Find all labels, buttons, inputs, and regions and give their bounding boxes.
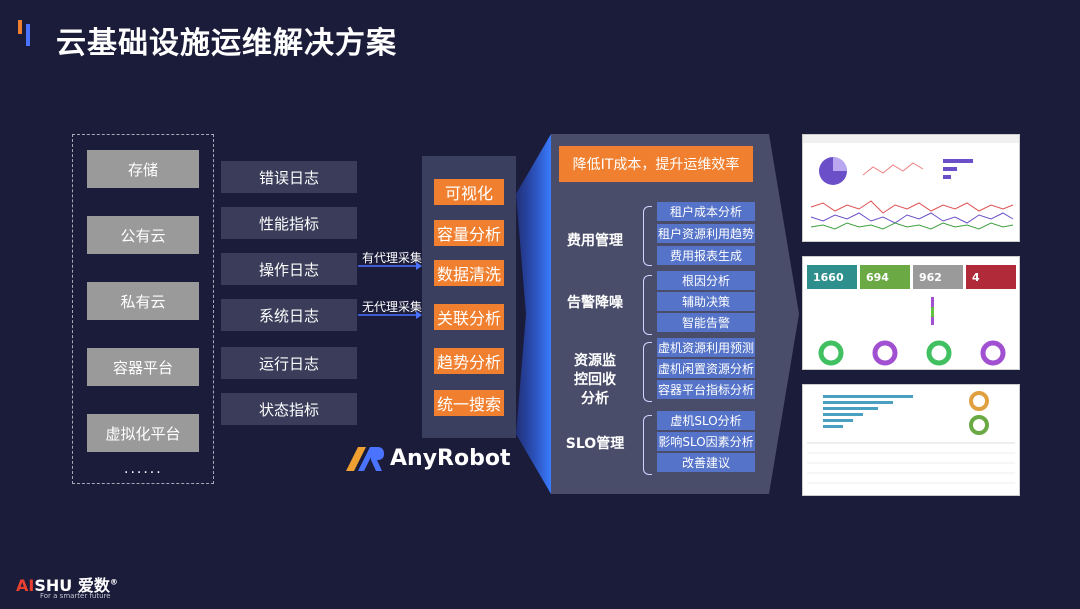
group-slo-management: SLO管理	[565, 436, 625, 452]
ar-correlation-analysis: 关联分析	[434, 304, 504, 330]
footer-brand: AISHU 爱数®	[16, 572, 118, 596]
log-operation: 操作日志	[221, 253, 357, 285]
log-system: 系统日志	[221, 299, 357, 331]
ar-unified-search: 统一搜索	[434, 390, 504, 416]
item-tenant-cost: 租户成本分析	[657, 202, 755, 221]
brace	[643, 415, 652, 475]
item-vm-idle: 虚机闲置资源分析	[657, 359, 755, 378]
anyrobot-logo-icon	[346, 446, 384, 471]
agentless-collect-arrow	[358, 311, 422, 319]
metric-tile: 962	[913, 265, 963, 289]
log-error: 错误日志	[221, 161, 357, 193]
log-performance: 性能指标	[221, 207, 357, 239]
brand-reg: ®	[109, 577, 118, 587]
agentless-collect-label: 无代理采集	[362, 300, 423, 314]
item-vm-forecast: 虚机资源利用预测	[657, 338, 755, 357]
item-container-metrics: 容器平台指标分析	[657, 380, 755, 399]
dashboard-thumb-1	[802, 134, 1020, 242]
agent-collect-label: 有代理采集	[362, 251, 423, 265]
group-alert-noise: 告警降噪	[567, 295, 623, 311]
item-slo-factors: 影响SLO因素分析	[657, 432, 755, 451]
anyrobot-logo: AnyRobot	[346, 446, 510, 471]
item-decision-aid: 辅助决策	[657, 292, 755, 311]
dashboard-thumb-2: 1660 694 962 4	[802, 256, 1020, 370]
group-resource-monitor: 资源监控回收分析	[574, 353, 616, 407]
solution-panel-point	[769, 134, 799, 494]
brace	[643, 206, 652, 266]
ar-visualization: 可视化	[434, 179, 504, 205]
log-status: 状态指标	[221, 393, 357, 425]
source-virtualization-platform: 虚拟化平台	[87, 414, 199, 452]
sources-box	[72, 134, 214, 484]
title-logo-mark	[18, 20, 32, 50]
metric-tile: 694	[860, 265, 910, 289]
dashboard-thumb-2-chart	[818, 297, 1006, 366]
footer-tagline: For a smarter future	[40, 592, 111, 600]
anyrobot-name: AnyRobot	[390, 446, 511, 471]
page-title: 云基础设施运维解决方案	[56, 26, 397, 61]
metric-tile: 1660	[807, 265, 857, 289]
brace	[643, 275, 652, 335]
source-public-cloud: 公有云	[87, 216, 199, 254]
agent-collect-arrow	[358, 262, 422, 270]
brand-ai: AI	[16, 576, 35, 595]
item-smart-alert: 智能告警	[657, 313, 755, 332]
metric-tile: 4	[966, 265, 1016, 289]
group-cost-management: 费用管理	[567, 233, 623, 249]
ar-data-cleaning: 数据清洗	[434, 260, 504, 286]
source-storage: 存储	[87, 150, 199, 188]
log-runtime: 运行日志	[221, 347, 357, 379]
flow-arrow	[516, 134, 551, 494]
more-sources: ......	[124, 461, 163, 477]
item-vm-slo: 虚机SLO分析	[657, 411, 755, 430]
ar-capacity-analysis: 容量分析	[434, 220, 504, 246]
item-cost-report: 费用报表生成	[657, 246, 755, 265]
ar-trend-analysis: 趋势分析	[434, 348, 504, 374]
source-container-platform: 容器平台	[87, 348, 199, 386]
dashboard-thumb-3	[802, 384, 1020, 496]
brand-rest: SHU 爱数	[34, 576, 110, 595]
dashboard-thumb-3-chart	[807, 391, 1015, 484]
solution-headline: 降低IT成本，提升运维效率	[559, 146, 753, 182]
brace	[643, 342, 652, 402]
item-improvement: 改善建议	[657, 453, 755, 472]
dashboard-thumb-1-chart	[803, 135, 1019, 230]
source-private-cloud: 私有云	[87, 282, 199, 320]
item-tenant-trend: 租户资源利用趋势	[657, 224, 755, 243]
item-root-cause: 根因分析	[657, 271, 755, 290]
